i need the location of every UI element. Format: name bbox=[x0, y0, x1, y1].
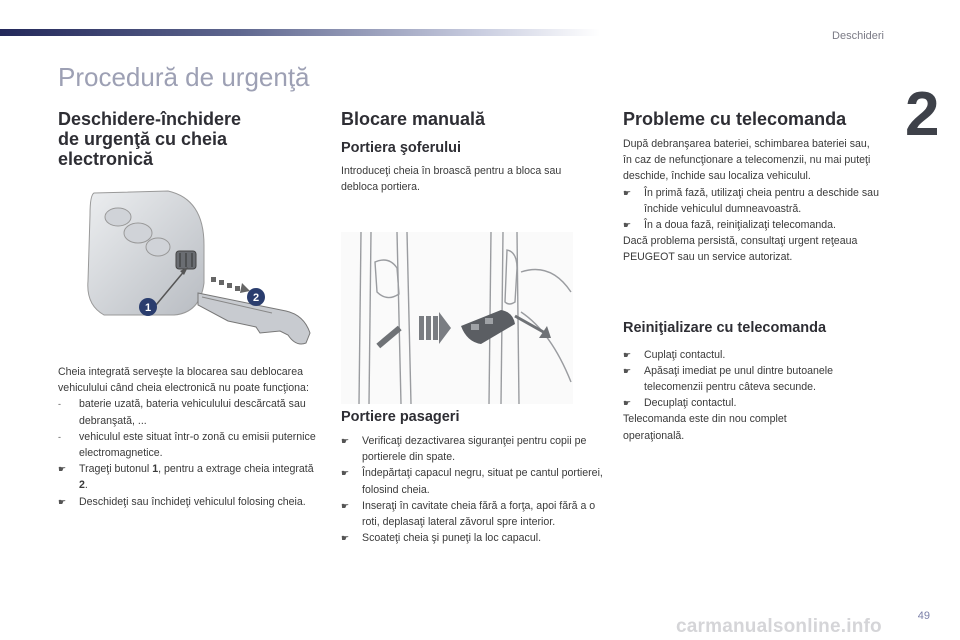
col-passenger-doors: Portiere pasageri ☛ Verificaţi dezactivar… bbox=[341, 408, 603, 546]
pointing-hand-icon: ☛ bbox=[341, 468, 350, 479]
list-item-text: , pentru a extrage cheia integrată bbox=[158, 463, 314, 476]
list-item: ☛ Îndepărtaţi capacul negru, situat pe ca… bbox=[341, 465, 603, 497]
pointing-hand-icon: ☛ bbox=[623, 349, 632, 360]
list-item: - vehiculul este situat într-o zonă cu em… bbox=[58, 429, 318, 461]
callout-2: 2 bbox=[253, 292, 259, 304]
list-item-text: Verificaţi dezactivarea siguranţei pentr… bbox=[362, 435, 587, 464]
reinit-outro: Telecomanda este din nou complet operaţi… bbox=[623, 413, 787, 442]
list-item: - baterie uzată, bateria vehiculului desc… bbox=[58, 396, 318, 428]
pointing-hand-icon: ☛ bbox=[341, 500, 350, 511]
emergency-key-intro: Cheia integrată serveşte la blocarea sau… bbox=[58, 366, 309, 395]
pointing-hand-icon: ☛ bbox=[341, 436, 350, 446]
list-item: ☛ Deschideţi sau închideţi vehiculul folo… bbox=[58, 494, 318, 510]
list-item: ☛ În a doua fază, reiniţializaţi telecoma… bbox=[623, 217, 879, 233]
page-number: 49 bbox=[917, 610, 930, 622]
list-item-text: În a doua fază, reiniţializaţi telecoman… bbox=[644, 219, 836, 232]
subheading-reinit-remote: Reiniţializare cu telecomanda bbox=[623, 319, 827, 336]
list-item-text: Apăsaţi imediat pe unul dintre butoanele… bbox=[644, 364, 834, 394]
section-label: Deschideri bbox=[832, 30, 884, 42]
list-item: ☛ Trageţi butonul 1, pentru a extrage che… bbox=[58, 461, 318, 493]
list-item-text: vehiculul este situat într-o zonă cu emi… bbox=[79, 430, 316, 460]
chapter-number: 2 bbox=[905, 80, 940, 149]
list-item: ☛ Inseraţi în cavitate cheia fără a forţa… bbox=[341, 498, 603, 530]
door-lock-icon bbox=[341, 231, 573, 405]
dash-mark: - bbox=[58, 431, 61, 442]
pointing-hand-icon: ☛ bbox=[623, 220, 632, 231]
list-item-text: . bbox=[84, 479, 88, 492]
remote-problems-intro: După debranşarea bateriei, schimbarea ba… bbox=[623, 138, 871, 183]
subheading-passenger-doors: Portiere pasageri bbox=[341, 409, 460, 425]
electronic-key-illustration: 1 2 bbox=[76, 185, 316, 360]
col-emergency-key-text: Cheia integrată serveşte la blocarea sau… bbox=[58, 364, 318, 510]
pointing-hand-icon: ☛ bbox=[623, 398, 632, 409]
col-manual-lock: Blocare manuală Portiera şoferului Intro… bbox=[341, 109, 603, 195]
callout-1: 1 bbox=[145, 302, 151, 314]
list-item: ☛ Cuplaţi contactul. bbox=[623, 347, 879, 363]
heading-emergency-key: Deschidere-închidere de urgenţă cu cheia… bbox=[58, 109, 242, 169]
dash-mark: - bbox=[58, 399, 61, 410]
list-item-text: baterie uzată, bateria vehiculului descă… bbox=[79, 398, 306, 427]
list-item-text: Inseraţi în cavitate cheia fără a forţa,… bbox=[362, 499, 596, 529]
pointing-hand-icon: ☛ bbox=[58, 464, 67, 475]
list-item: ☛ Decuplaţi contactul. bbox=[623, 395, 879, 411]
key-fob-icon: 1 2 bbox=[87, 190, 311, 345]
list-item-text: Cuplaţi contactul. bbox=[644, 348, 726, 361]
pointing-hand-icon: ☛ bbox=[341, 533, 350, 544]
list-item: ☛ Apăsaţi imediat pe unul dintre butoanel… bbox=[623, 363, 879, 395]
page-title: Procedură de urgenţă bbox=[58, 62, 310, 92]
heading-manual-lock: Blocare manuală bbox=[341, 109, 486, 129]
list-item: ☛ Scoateţi cheia şi puneţi la loc capacul… bbox=[341, 530, 603, 546]
list-item-text: Decuplaţi contactul. bbox=[644, 397, 737, 410]
door-lock-illustration bbox=[341, 231, 573, 405]
list-item-text: Îndepărtaţi capacul negru, situat pe can… bbox=[362, 467, 603, 496]
pointing-hand-icon: ☛ bbox=[623, 365, 632, 376]
pointing-hand-icon: ☛ bbox=[58, 496, 67, 507]
header-bar bbox=[0, 29, 600, 36]
watermark: carmanualsonline.info bbox=[676, 616, 882, 637]
list-item-text: Scoateţi cheia şi puneţi la loc capacul. bbox=[362, 532, 542, 545]
list-item-text: Trageţi butonul bbox=[79, 463, 153, 476]
key-ref: 2 bbox=[79, 479, 85, 492]
col-emergency-key: Deschidere-închidere de urgenţă cu cheia… bbox=[58, 109, 273, 169]
col-remote-problems: Probleme cu telecomanda După debranşarea… bbox=[623, 109, 879, 444]
driver-door-text: Introduceţi cheia în broască pentru a bl… bbox=[341, 165, 562, 194]
list-item-text: În primă fază, utilizaţi cheia pentru a … bbox=[644, 186, 879, 215]
list-item-text: Deschideţi sau închideţi vehiculul folos… bbox=[79, 495, 306, 508]
pointing-hand-icon: ☛ bbox=[623, 187, 632, 198]
subheading-driver-door: Portiera şoferului bbox=[341, 140, 462, 156]
remote-problems-outro: Dacă problema persistă, consultaţi urgen… bbox=[623, 235, 858, 264]
list-item: ☛ În primă fază, utilizaţi cheia pentru a… bbox=[623, 185, 879, 217]
heading-remote-problems: Probleme cu telecomanda bbox=[623, 109, 847, 129]
list-item: ☛ Verificaţi dezactivarea siguranţei pent… bbox=[341, 433, 603, 465]
button-ref: 1 bbox=[152, 463, 159, 476]
